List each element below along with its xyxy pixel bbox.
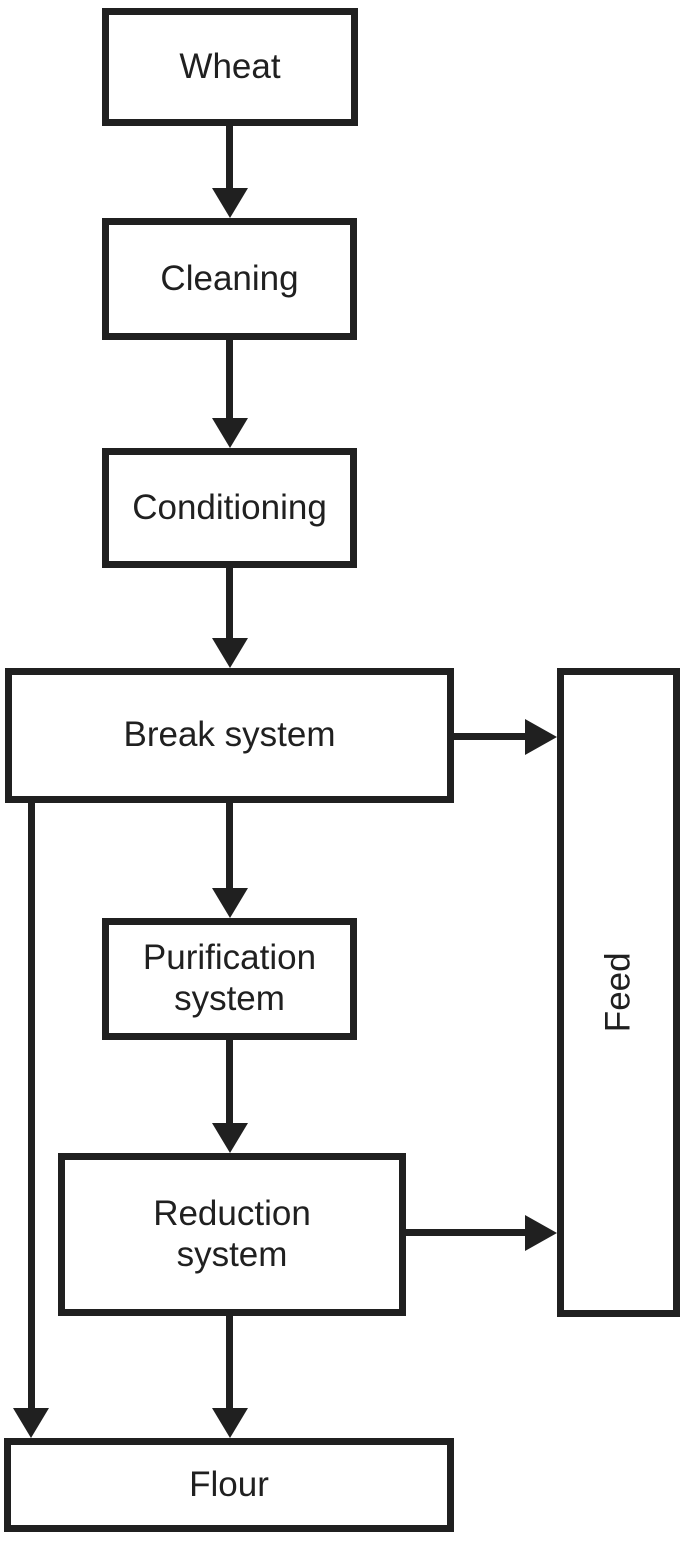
edge-wheat-cleaning-arrowhead xyxy=(212,188,248,218)
flow-node-feed: Feed xyxy=(557,668,680,1317)
flow-node-wheat: Wheat xyxy=(102,8,358,126)
flow-node-flour-label: Flour xyxy=(189,1464,269,1504)
flow-node-feed-label: Feed xyxy=(598,952,638,1033)
edge-break-purification-arrowhead xyxy=(212,888,248,918)
flow-node-cleaning-label: Cleaning xyxy=(160,258,299,298)
edge-reduction-feed-arrowhead xyxy=(525,1215,557,1251)
flow-node-reduction-system: Reduction system xyxy=(58,1153,406,1316)
flow-node-purification-system-label: Purification system xyxy=(142,938,317,1018)
edge-conditioning-break-line xyxy=(226,566,233,638)
flow-node-wheat-label: Wheat xyxy=(179,46,281,86)
flow-node-reduction-system-label: Reduction system xyxy=(153,1193,311,1274)
flow-node-purification-system: Purification system xyxy=(102,918,357,1040)
flow-node-flour: Flour xyxy=(4,1438,454,1532)
flow-node-conditioning-label: Conditioning xyxy=(132,487,327,527)
edge-purification-reduction-line xyxy=(226,1038,233,1123)
edge-break-feed-arrowhead xyxy=(525,719,557,755)
flow-node-break-system: Break system xyxy=(5,668,454,803)
flow-node-cleaning: Cleaning xyxy=(102,218,357,340)
edge-break-purification-line xyxy=(226,801,233,888)
edge-break-flour-arrowhead xyxy=(13,1408,49,1438)
edge-reduction-feed-line xyxy=(404,1229,525,1236)
flow-node-break-system-label: Break system xyxy=(123,715,336,755)
edge-break-feed-line xyxy=(452,733,525,740)
edge-reduction-flour-line xyxy=(226,1314,233,1408)
flow-node-conditioning: Conditioning xyxy=(102,448,357,568)
edge-purification-reduction-arrowhead xyxy=(212,1123,248,1153)
edge-break-flour-line xyxy=(28,801,35,1408)
edge-conditioning-break-arrowhead xyxy=(212,638,248,668)
edge-reduction-flour-arrowhead xyxy=(212,1408,248,1438)
edge-cleaning-conditioning-line xyxy=(226,338,233,418)
edge-wheat-cleaning-line xyxy=(226,124,233,188)
edge-cleaning-conditioning-arrowhead xyxy=(212,418,248,448)
